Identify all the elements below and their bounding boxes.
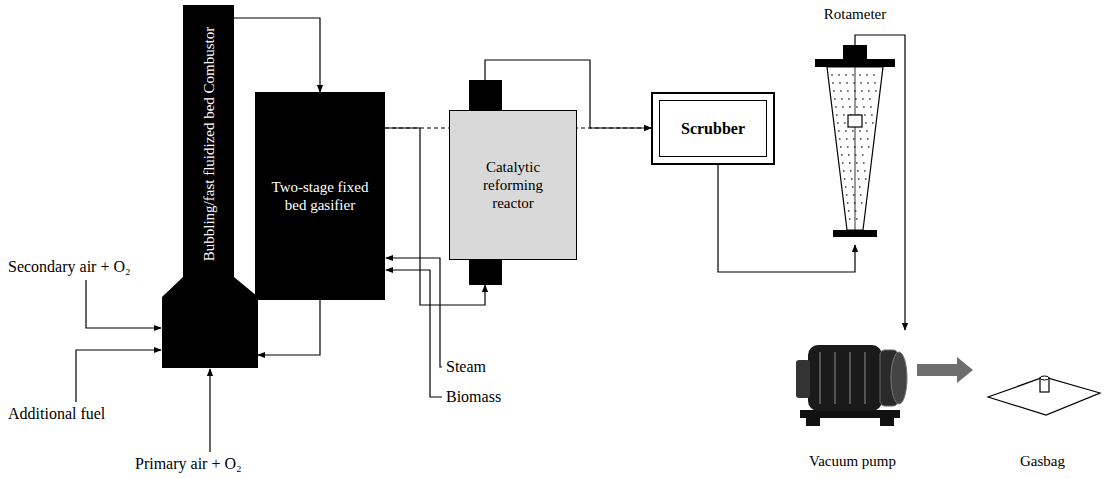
rotameter-shape — [815, 45, 895, 245]
gasbag-drawing — [988, 376, 1100, 415]
node-label: Gasbag — [1020, 452, 1065, 470]
feed-line — [386, 258, 442, 367]
flow-line — [718, 165, 855, 272]
feed-line — [76, 350, 161, 402]
transfer-arrow — [917, 357, 973, 383]
reactor-box: Catalytic reforming reactor — [449, 80, 577, 285]
stream-label: Biomass — [446, 388, 501, 406]
stream-label: Additional fuel — [8, 405, 105, 423]
combustor-column: Bubbling/fast fluidized bed Combustor — [162, 5, 258, 368]
pump-drawing — [796, 345, 907, 426]
feed-line — [386, 270, 442, 397]
node-text: Two-stage fixed bed gasifier — [269, 178, 371, 214]
stream-label: Steam — [446, 358, 486, 376]
feed-line — [86, 280, 161, 328]
vacuum-pump: Vacuum pump — [790, 330, 915, 430]
flow-line — [234, 18, 320, 92]
reactor-body: Catalytic reforming reactor — [449, 110, 577, 260]
node-text: Bubbling/fast fluidized bed Combustor — [200, 9, 218, 279]
feed-line — [209, 369, 210, 452]
stream-label: Primary air + O₂ — [135, 455, 242, 473]
node-label: Rotameter — [824, 5, 886, 23]
rotameter: Rotameter — [815, 45, 895, 245]
gasifier-box: Two-stage fixed bed gasifier — [255, 92, 385, 300]
node-label: Vacuum pump — [809, 452, 896, 470]
gasbag: Gasbag — [985, 372, 1100, 417]
node-text: Catalytic reforming reactor — [461, 158, 565, 212]
stream-label: Secondary air + O₂ — [8, 258, 131, 276]
flow-line — [258, 300, 320, 355]
scrubber-box: Scrubber — [651, 92, 775, 165]
node-text: Scrubber — [681, 119, 745, 138]
